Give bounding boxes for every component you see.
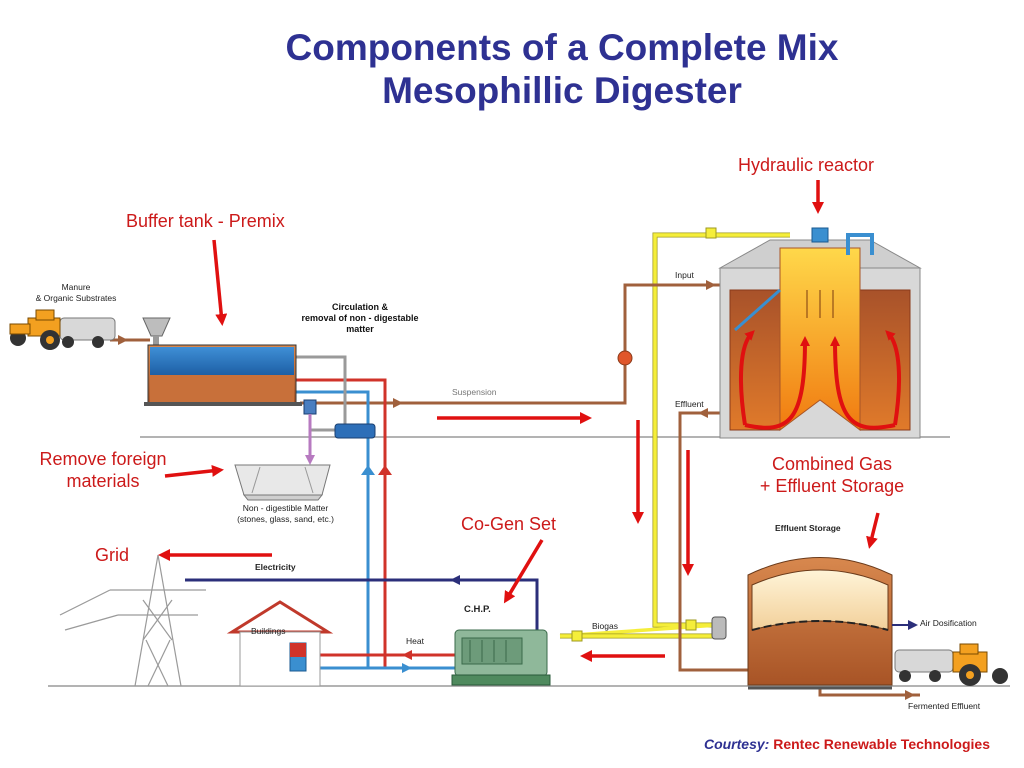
title-line-1: Components of a Complete Mix [285,27,839,68]
tractor-left [9,309,116,350]
hopper [142,317,171,346]
label-biogas: Biogas [592,621,618,631]
electricity-line [185,578,539,636]
label-manure-line1: Manure [61,282,91,292]
callout-remove-foreign: Remove foreign materials [22,448,184,492]
storage-tank [711,557,918,690]
callout-cogen-set: Co-Gen Set [461,514,557,534]
label-electricity: Electricity [255,562,296,572]
callout-arrows [158,180,880,662]
red-heat-pipe [295,378,387,668]
callout-hydraulic-reactor: Hydraulic reactor [738,155,875,175]
circulation-pump [334,423,376,439]
gas-valve [711,616,727,640]
label-effluent: Effluent [675,399,704,409]
courtesy-organization: Rentec Renewable Technologies [773,736,990,752]
callout-remove-foreign-line2: materials [66,471,140,491]
label-chp: C.H.P. [464,604,491,615]
label-input: Input [675,270,694,280]
callout-combined-gas-line1: Combined Gas [771,454,893,474]
callout-combined-gas-line2: + Effluent Storage [759,476,905,496]
callout-buffer-tank: Buffer tank - Premix [126,211,285,231]
hydraulic-reactor [718,227,922,439]
label-non-digestible: Non - digestible Matter (stones, glass, … [228,503,343,525]
label-air-dosification: Air Dosification [920,618,977,628]
label-manure-line2: & Organic Substrates [35,293,117,303]
label-heat: Heat [406,636,424,646]
label-manure: Manure & Organic Substrates [26,282,126,304]
blue-heat-pipe [295,390,370,668]
courtesy-label: Courtesy: [703,736,770,752]
tractor-right [894,643,1008,686]
label-buildings: Buildings [251,626,286,636]
label-circulation-line3: matter [346,324,374,334]
courtesy-credit: Courtesy: Rentec Renewable Technologies [704,736,990,752]
title-line-2: Mesophillic Digester [382,70,742,111]
label-suspension: Suspension [452,387,497,397]
label-circulation: Circulation & removal of non - digestabl… [280,302,440,335]
label-non-digestible-line2: (stones, glass, sand, etc.) [237,514,334,524]
label-fermented-effluent: Fermented Effluent [908,701,981,711]
circulation-pipe [290,355,347,428]
page-title: Components of a Complete Mix Mesophillic… [0,26,1024,112]
power-pylon [59,554,206,687]
building [226,600,334,687]
chp-engine [451,629,551,686]
label-effluent-storage: Effluent Storage [775,523,841,533]
suspension-pipe [300,283,720,405]
pump [617,350,633,366]
label-circulation-line2: removal of non - digestable [301,313,419,323]
buffer-tank [144,344,302,406]
non-digestible-container [234,464,331,501]
callout-remove-foreign-line1: Remove foreign [39,449,167,469]
label-circulation-line1: Circulation & [331,302,388,312]
label-non-digestible-line1: Non - digestible Matter [242,503,329,513]
callout-grid: Grid [95,545,130,565]
flow-marker [685,619,697,631]
flow-marker [571,630,583,642]
flow-marker [705,227,717,239]
callout-combined-gas: Combined Gas + Effluent Storage [732,453,932,497]
